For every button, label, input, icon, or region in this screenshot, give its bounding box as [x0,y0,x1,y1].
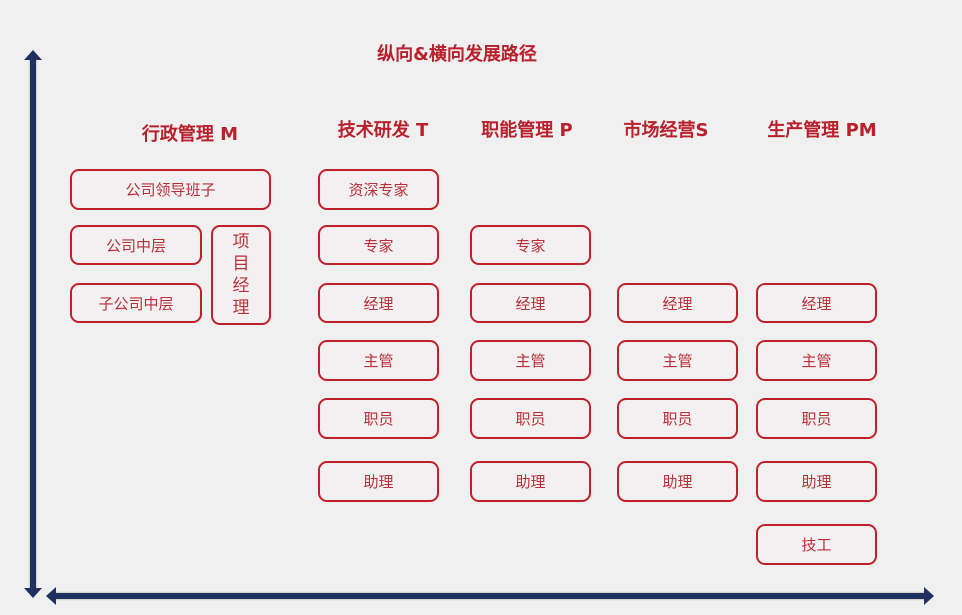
column-header-market: 市场经营S [623,120,709,141]
arrow-right-icon [924,587,934,605]
box-func-4: 助理 [470,461,591,502]
char: 经 [232,276,250,296]
char: 项 [232,232,250,252]
arrow-up-icon [24,50,42,60]
column-header-tech: 技术研发 T [337,120,429,141]
box-tech-1: 专家 [318,225,439,265]
arrow-down-icon [24,588,42,598]
column-header-production: 生产管理 PM [767,120,877,141]
diagram-title: 纵向&横向发展路径 [377,44,537,65]
box-tech-2: 经理 [318,283,439,323]
column-header-function: 职能管理 P [481,120,573,141]
vertical-axis [30,58,36,592]
column-header-admin: 行政管理 M [141,124,239,145]
box-admin-middle: 公司中层 [70,225,202,265]
box-market-2: 职员 [617,398,738,439]
char: 理 [232,298,250,318]
box-prod-0: 经理 [756,283,877,323]
box-tech-0: 资深专家 [318,169,439,210]
box-tech-5: 助理 [318,461,439,502]
box-prod-4: 技工 [756,524,877,565]
box-market-3: 助理 [617,461,738,502]
arrow-left-icon [46,587,56,605]
box-project-manager: 项 目 经 理 [211,225,271,325]
box-tech-4: 职员 [318,398,439,439]
horizontal-axis [54,593,926,599]
box-func-2: 主管 [470,340,591,381]
box-admin-leadership: 公司领导班子 [70,169,271,210]
box-prod-2: 职员 [756,398,877,439]
box-func-0: 专家 [470,225,591,265]
char: 目 [232,254,250,274]
box-market-1: 主管 [617,340,738,381]
box-prod-1: 主管 [756,340,877,381]
box-func-1: 经理 [470,283,591,323]
box-admin-sub-middle: 子公司中层 [70,283,202,323]
box-market-0: 经理 [617,283,738,323]
box-func-3: 职员 [470,398,591,439]
box-prod-3: 助理 [756,461,877,502]
box-tech-3: 主管 [318,340,439,381]
